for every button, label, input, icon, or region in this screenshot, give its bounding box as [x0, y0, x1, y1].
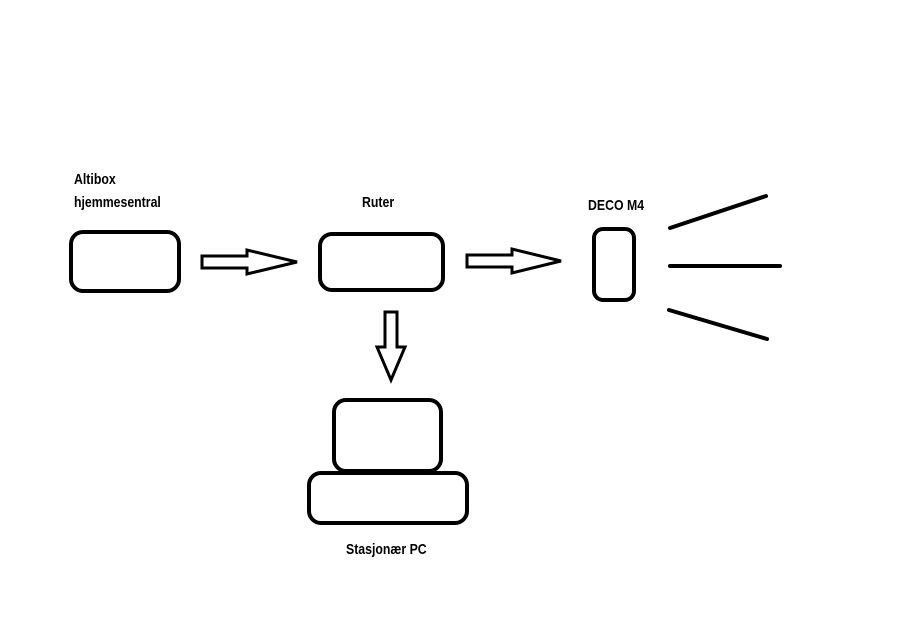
pc-label: Stasjonær PC: [346, 541, 427, 558]
altibox-label-line2: hjemmesentral: [74, 194, 161, 211]
altibox-label-line1: Altibox: [74, 171, 116, 188]
pc-base: [307, 471, 469, 525]
wifi-ray-lower: [667, 308, 769, 341]
pc-monitor: [332, 398, 443, 473]
ruter-box: [318, 232, 445, 292]
arrow-ruter-to-pc: [374, 310, 408, 384]
ruter-label: Ruter: [362, 194, 395, 211]
altibox-box: [69, 230, 181, 293]
wifi-ray-upper: [668, 194, 768, 230]
arrow-altibox-to-ruter: [200, 248, 298, 276]
deco-label: DECO M4: [588, 197, 645, 214]
deco-device: [592, 227, 636, 302]
arrow-ruter-to-deco: [465, 247, 562, 275]
